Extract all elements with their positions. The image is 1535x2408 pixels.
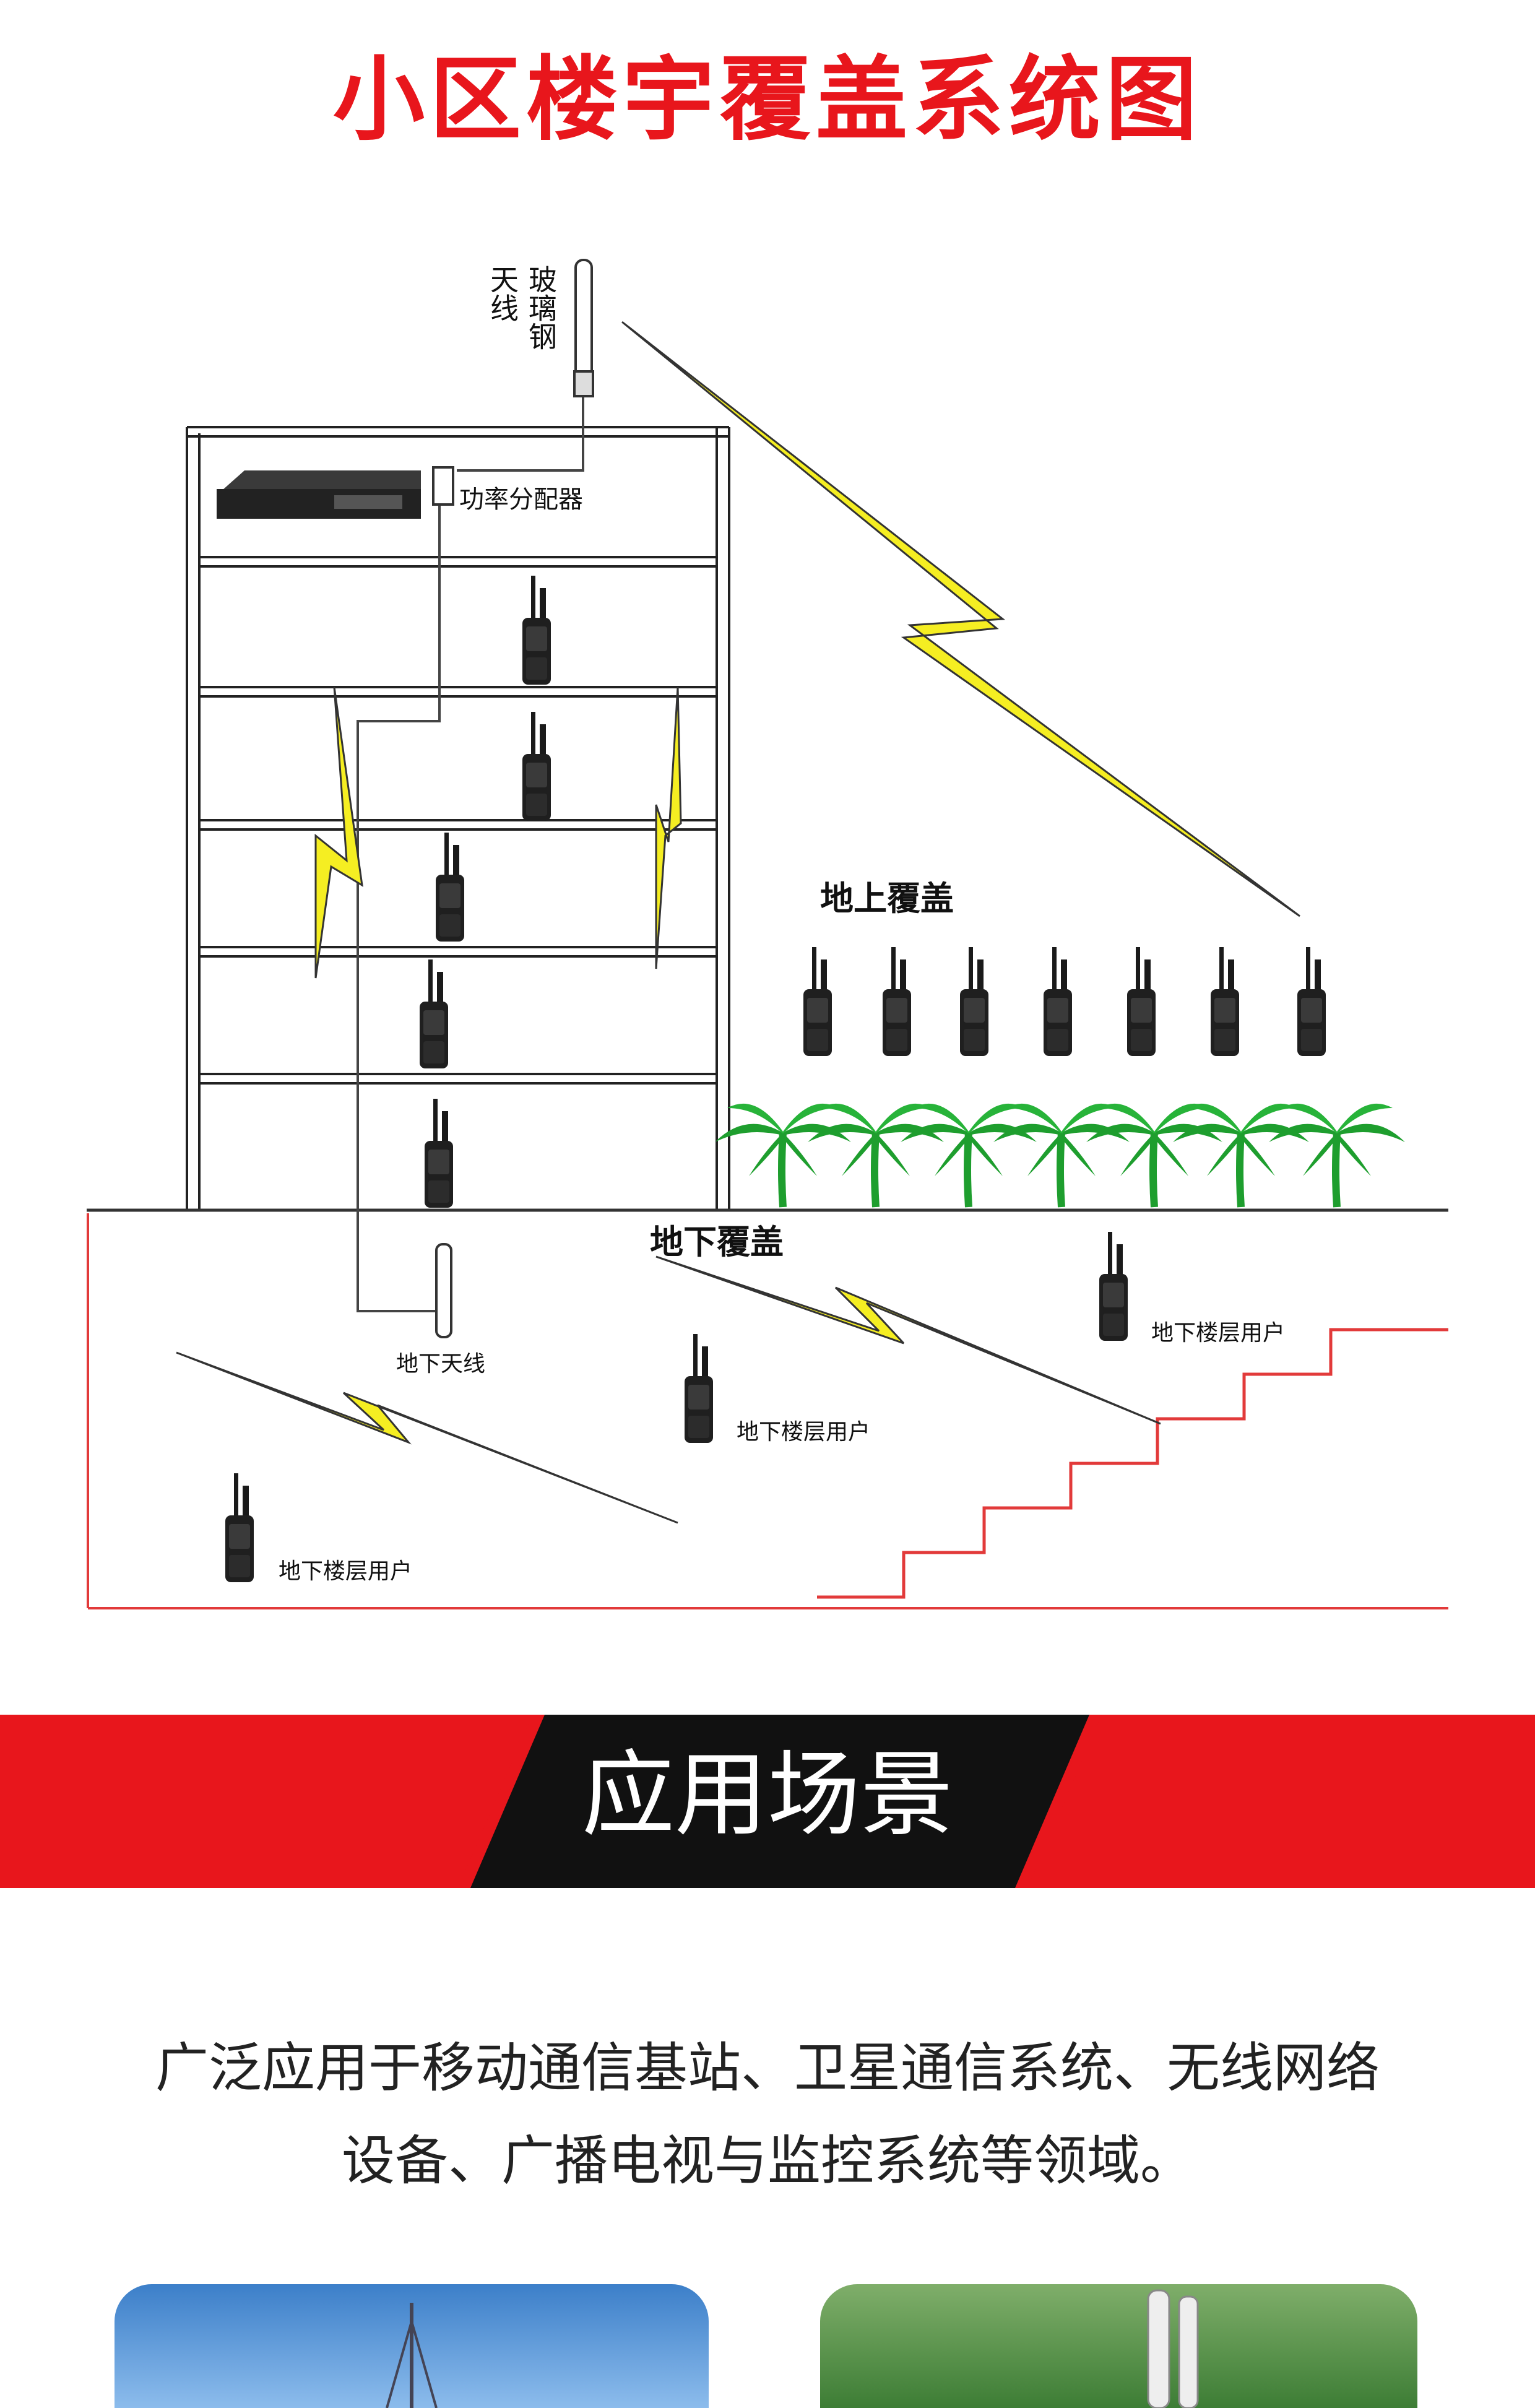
radio-icon [883,947,911,1056]
palm-tree-icon [1086,1104,1222,1207]
radio-icon [960,947,988,1056]
scene-photo-tower [115,2284,709,2408]
palm-tree-icon [808,1104,944,1207]
underground-signal-lightning-left [176,1351,678,1524]
basement-user-label-3: 地下楼层用户 [1151,1320,1285,1346]
antenna-label-1: 天线 [486,265,519,322]
radio-icon [1099,1232,1128,1341]
radio-icon [1211,947,1239,1056]
page-title: 小区楼宇覆盖系统图 [333,46,1202,153]
basement-user-label-1: 地下楼层用户 [279,1559,412,1584]
underground-signal-lightning-right [655,1255,1161,1425]
radio-icon [420,959,448,1068]
fiberglass-antenna-icon [573,259,594,397]
indoor-signal-lightning-right [655,686,682,969]
palm-tree-icon [1269,1104,1405,1207]
underground-antenna-icon [435,1243,452,1338]
splitter-label: 功率分配器 [459,485,583,514]
palm-tree-icon [901,1104,1037,1207]
antenna-label-2: 玻璃钢 [524,265,558,350]
basement-outline [87,1213,1448,1609]
underground-antenna-label: 地下天线 [396,1351,485,1377]
radio-icon [225,1473,254,1582]
palm-tree-icon [1173,1104,1309,1207]
repeater-device-icon [217,470,421,519]
radio-icon [1127,947,1156,1056]
coverage-diagram: 天线 玻璃钢 功率分配器 地上覆盖 地下覆盖 地下天线 地下楼层用户 地下楼层用 [87,259,1448,1609]
radio-icon [1297,947,1326,1056]
feeder-cables [357,396,584,1312]
radio-icon [436,833,464,942]
indoor-signal-lightning-left [314,686,363,979]
above-ground-label: 地上覆盖 [820,879,954,918]
building-frame [186,426,730,1210]
power-splitter-icon [432,466,454,506]
palm-tree-icon [993,1104,1130,1207]
palm-tree-icon [715,1104,851,1207]
description-line-2: 设备、广播电视与监控系统等领域。 [342,2130,1193,2192]
radio-icon [685,1334,713,1443]
stairs [817,1328,1448,1599]
roof-signal-lightning [621,321,1300,917]
underground-label: 地下覆盖 [650,1223,784,1262]
radio-icon [1044,947,1072,1056]
radio-icon [522,576,551,685]
radio-icon [522,712,551,821]
description-line-1: 广泛应用于移动通信基站、卫星通信系统、无线网络 [155,2037,1380,2099]
section-banner [0,1715,1535,1888]
section-title: 应用场景 [581,1741,953,1849]
radio-icon [425,1099,453,1208]
scene-photo-antenna [820,2284,1417,2408]
basement-user-label-2: 地下楼层用户 [737,1419,870,1445]
radio-icon [803,947,832,1056]
